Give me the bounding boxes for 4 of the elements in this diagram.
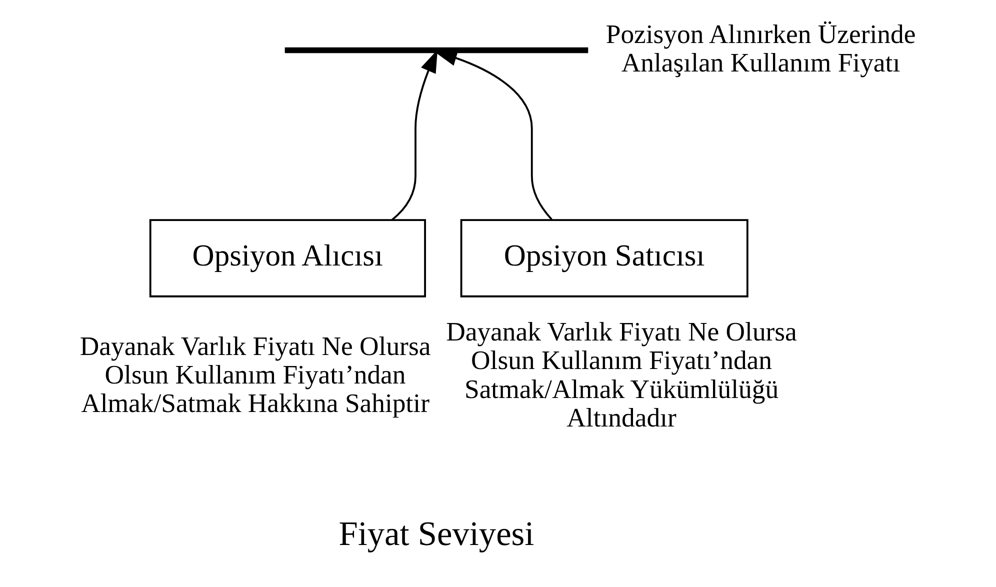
node-label: Pozisyon Alınırken Üzerinde Anlaşılan Kullanım Fiyatı bbox=[606, 19, 916, 78]
label: Fiyat Seviyesi bbox=[338, 515, 534, 554]
node-label: Dayanak Varlık Fiyatı Ne Olursa Olsun Kullanım Fiyatı’ndan Satmak/Almak Yükümlülüğü Altındadır bbox=[446, 316, 797, 432]
node-label: Dayanak Varlık Fiyatı Ne Olursa Olsun Kullanım Fiyatı’ndan Almak/Satmak Hakkına Sahiptir bbox=[80, 330, 431, 418]
